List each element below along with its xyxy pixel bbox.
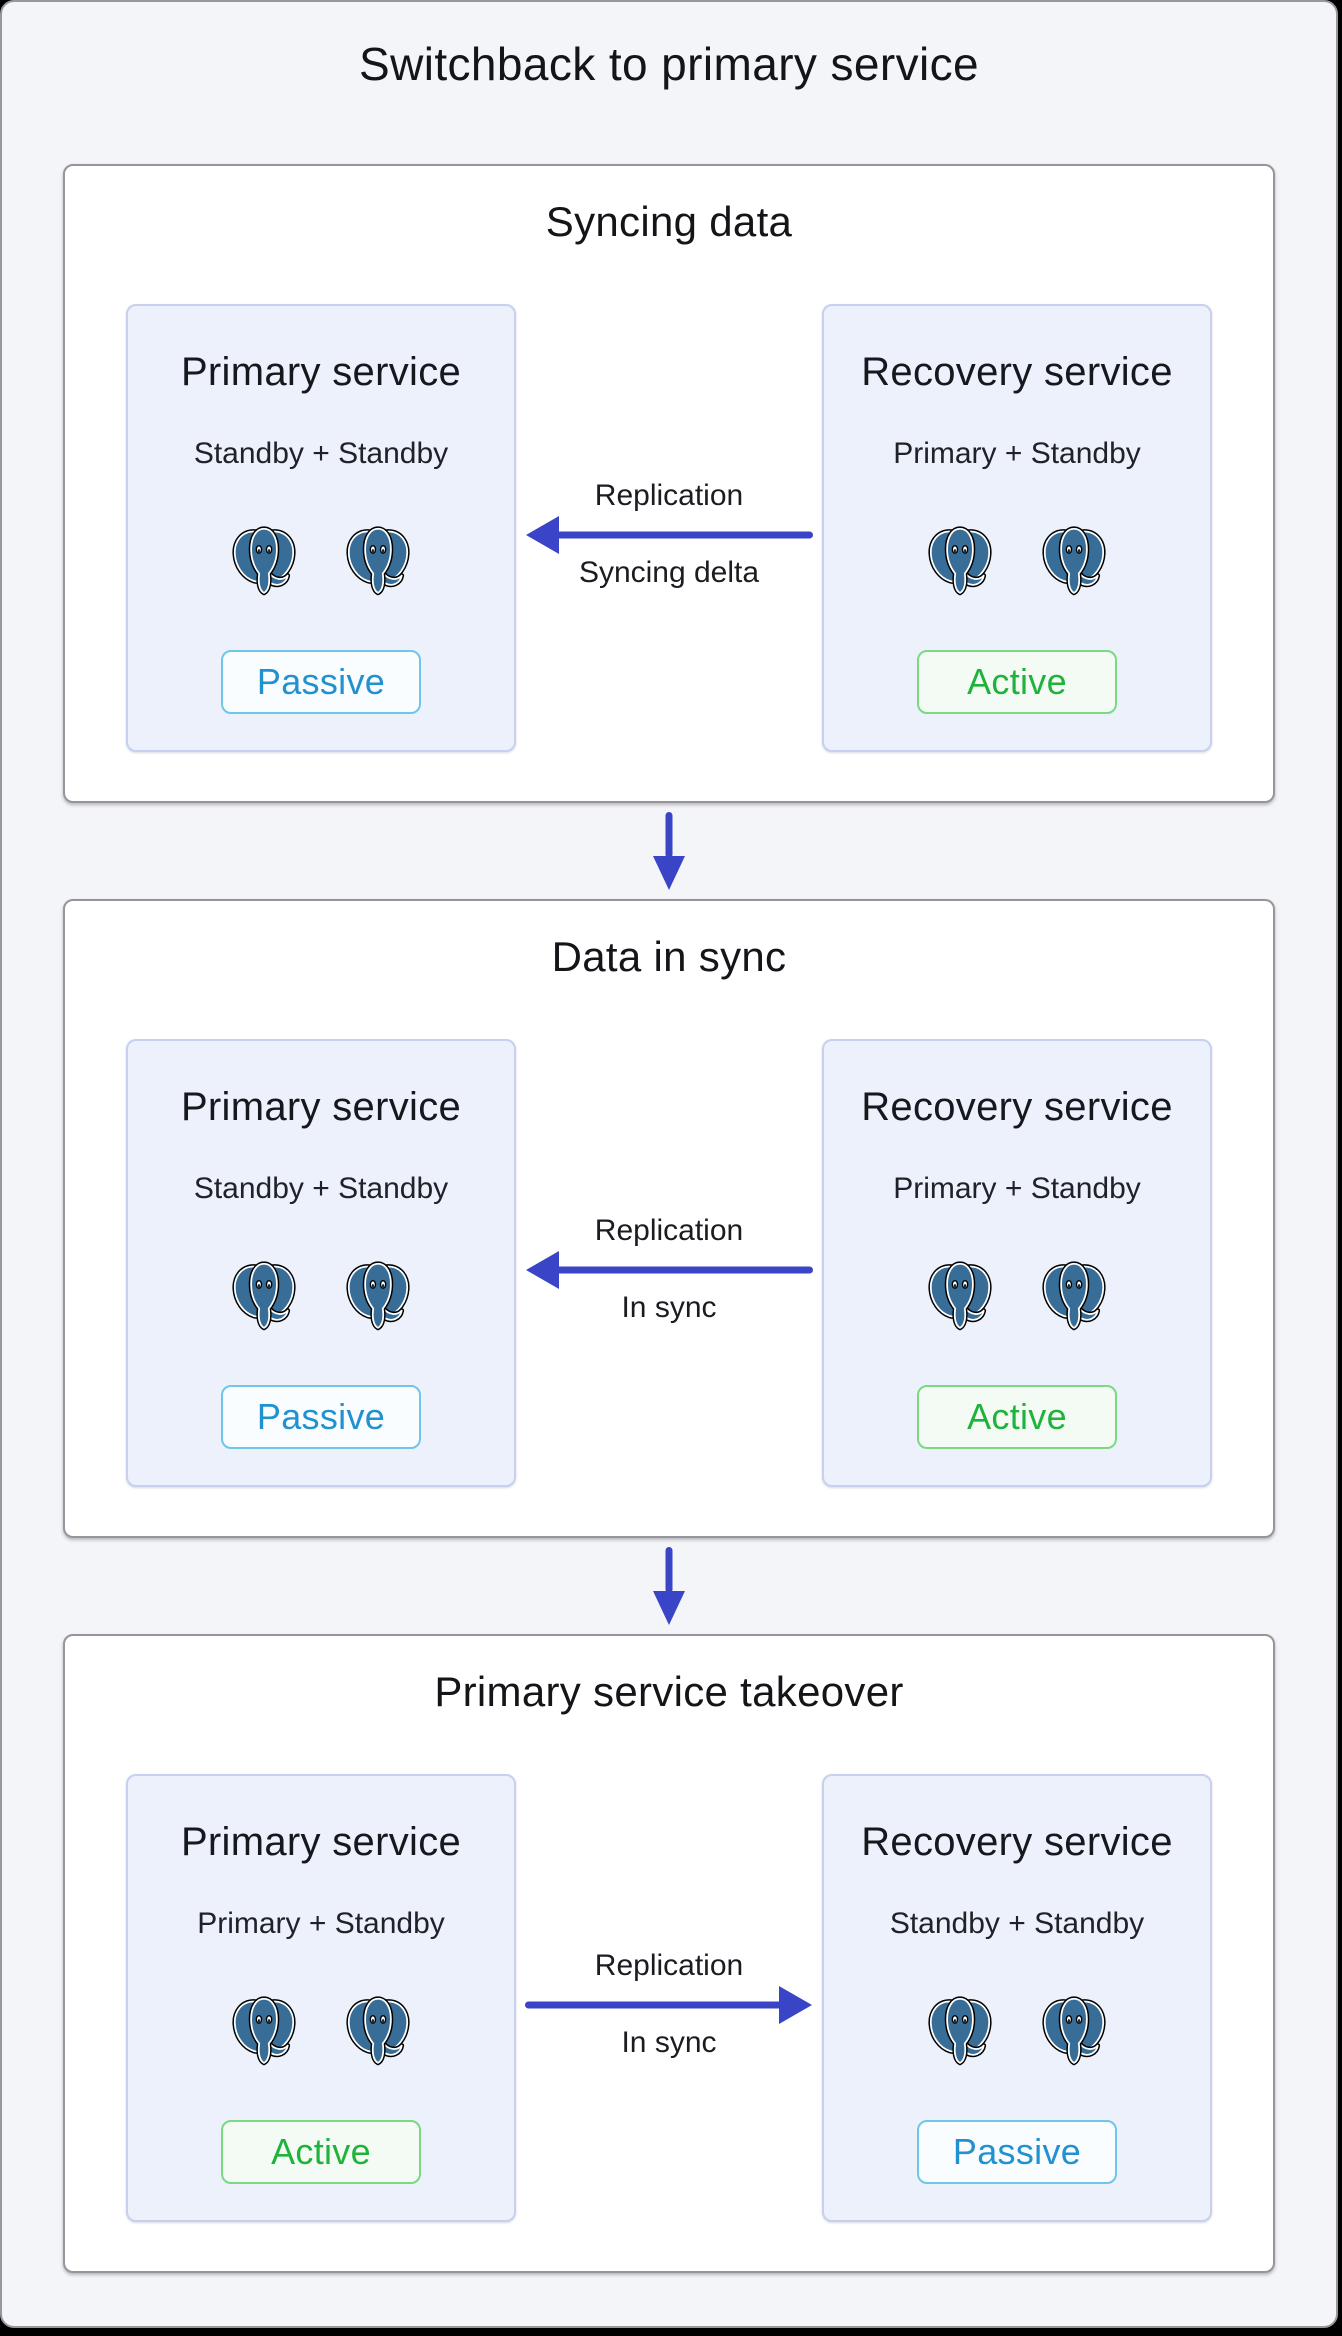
section-data-in-sync: Data in sync Primary service Standby + S… [63,899,1275,1538]
postgresql-elephant-icon [1040,1994,1108,2070]
page-title: Switchback to primary service [359,38,979,90]
flow-connector [2,803,1336,899]
card-title: Primary service [180,1820,462,1864]
cards-row: Primary service Standby + Standby Passiv… [65,304,1273,752]
section-title: Syncing data [545,198,793,245]
card-subtitle: Standby + Standby [193,437,449,470]
postgresql-elephant-icon [926,524,994,600]
section-title: Primary service takeover [434,1668,904,1715]
status-badge: Active [917,1385,1117,1449]
recovery-service-card: Recovery service Standby + Standby Passi… [822,1774,1212,2222]
replication-label: Replication [594,479,744,512]
primary-service-card: Primary service Primary + Standby Active [126,1774,516,2222]
replication-label: Replication [594,1949,744,1982]
recovery-service-card: Recovery service Primary + Standby Activ… [822,304,1212,752]
postgresql-elephant-icon [230,524,298,600]
replication-arrow-right-icon [523,1983,815,2027]
postgresql-elephant-icon [344,524,412,600]
postgresql-elephant-icon [344,1259,412,1335]
postgresql-elephant-icon [344,1994,412,2070]
status-badge: Active [221,2120,421,2184]
replication-flow: Replication In sync [516,1039,822,1487]
postgresql-elephant-icon [926,1994,994,2070]
primary-service-card: Primary service Standby + Standby Passiv… [126,304,516,752]
card-subtitle: Standby + Standby [193,1172,449,1205]
cards-row: Primary service Standby + Standby Passiv… [65,1039,1273,1487]
postgresql-elephant-icon [230,1259,298,1335]
database-icons-row [128,1259,514,1335]
status-badge: Passive [221,1385,421,1449]
status-badge: Passive [221,650,421,714]
sync-status-label: Syncing delta [578,556,760,589]
status-badge: Passive [917,2120,1117,2184]
database-icons-row [128,1994,514,2070]
card-title: Primary service [180,1085,462,1129]
database-icons-row [128,524,514,600]
section-syncing-data: Syncing data Primary service Standby + S… [63,164,1275,803]
section-title: Data in sync [551,933,787,980]
database-icons-row [824,1994,1210,2070]
card-title: Recovery service [861,1820,1173,1864]
down-arrow-icon [649,1545,689,1627]
database-icons-row [824,1259,1210,1335]
cards-row: Primary service Primary + Standby Active… [65,1774,1273,2222]
card-subtitle: Primary + Standby [197,1907,445,1940]
down-arrow-icon [649,810,689,892]
postgresql-elephant-icon [1040,524,1108,600]
replication-flow: Replication In sync [516,1774,822,2222]
postgresql-elephant-icon [1040,1259,1108,1335]
postgresql-elephant-icon [926,1259,994,1335]
flow-connector [2,1538,1336,1634]
status-badge: Active [917,650,1117,714]
database-icons-row [824,524,1210,600]
replication-flow: Replication Syncing delta [516,304,822,752]
card-subtitle: Primary + Standby [893,437,1141,470]
primary-service-card: Primary service Standby + Standby Passiv… [126,1039,516,1487]
replication-arrow-left-icon [523,513,815,557]
card-title: Recovery service [861,350,1173,394]
card-subtitle: Primary + Standby [893,1172,1141,1205]
postgresql-elephant-icon [230,1994,298,2070]
sync-status-label: In sync [621,2026,717,2059]
section-primary-service-takeover: Primary service takeover Primary service… [63,1634,1275,2273]
card-subtitle: Standby + Standby [889,1907,1145,1940]
sync-status-label: In sync [621,1291,717,1324]
replication-arrow-left-icon [523,1248,815,1292]
replication-label: Replication [594,1214,744,1247]
recovery-service-card: Recovery service Primary + Standby Activ… [822,1039,1212,1487]
card-title: Primary service [180,350,462,394]
card-title: Recovery service [861,1085,1173,1129]
